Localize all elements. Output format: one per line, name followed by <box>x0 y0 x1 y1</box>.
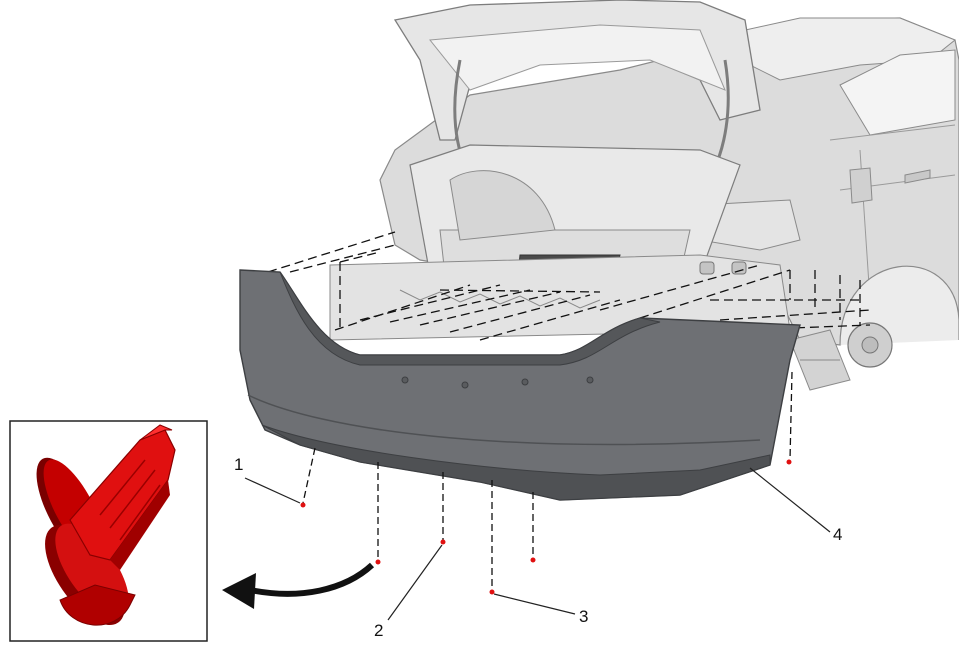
callout-4: 4 <box>833 525 842 544</box>
leader-4 <box>749 467 831 533</box>
trunk-wheelhouse <box>449 170 556 241</box>
rear-vent-left <box>699 261 715 275</box>
bumper-top-surface <box>279 271 661 366</box>
fastener-dot <box>440 539 446 545</box>
trunk-lid-inner-panel <box>429 24 726 91</box>
callout-3: 3 <box>579 607 588 626</box>
trunk-lid <box>393 0 761 192</box>
leader-1 <box>244 477 301 504</box>
fastener-drop-lines <box>302 371 793 590</box>
bumper-lower-valance <box>261 424 771 501</box>
rear-bumper-fascia <box>239 269 801 501</box>
retainer-lower-flange <box>59 584 136 626</box>
retainer-shank-shadow <box>110 480 170 570</box>
rear-roof <box>698 17 956 81</box>
push-pin-retainer-icon <box>36 424 176 626</box>
fasteners <box>300 459 792 595</box>
fastener-dot <box>375 559 381 565</box>
callout-1: 1 <box>234 455 243 474</box>
side-window <box>839 49 956 136</box>
bumper-crease <box>247 394 761 446</box>
park-sensor <box>461 381 469 389</box>
trunk-interior <box>329 144 791 341</box>
park-sensor <box>586 376 594 384</box>
fastener-dot <box>530 557 536 563</box>
leader-lines <box>244 467 831 621</box>
rear-vent-right <box>731 261 747 275</box>
fastener-dot <box>786 459 792 465</box>
retainer-ribs <box>99 459 161 541</box>
leader-3 <box>493 593 576 615</box>
fuel-door <box>849 167 873 204</box>
callout-2: 2 <box>374 621 383 640</box>
underbody-detail <box>789 329 851 391</box>
fastener-dot <box>300 502 306 508</box>
callout-labels: 1 2 3 4 <box>234 455 842 640</box>
curved-arrow-icon <box>222 562 375 609</box>
fastener-dot <box>489 589 495 595</box>
retainer-detail-inset <box>9 420 208 642</box>
door-handle <box>904 169 931 184</box>
leader-2 <box>387 544 443 621</box>
park-sensor <box>401 376 409 384</box>
park-sensor <box>521 378 529 386</box>
brake-hub-center <box>861 336 879 354</box>
retainer-head-cap <box>139 424 173 441</box>
